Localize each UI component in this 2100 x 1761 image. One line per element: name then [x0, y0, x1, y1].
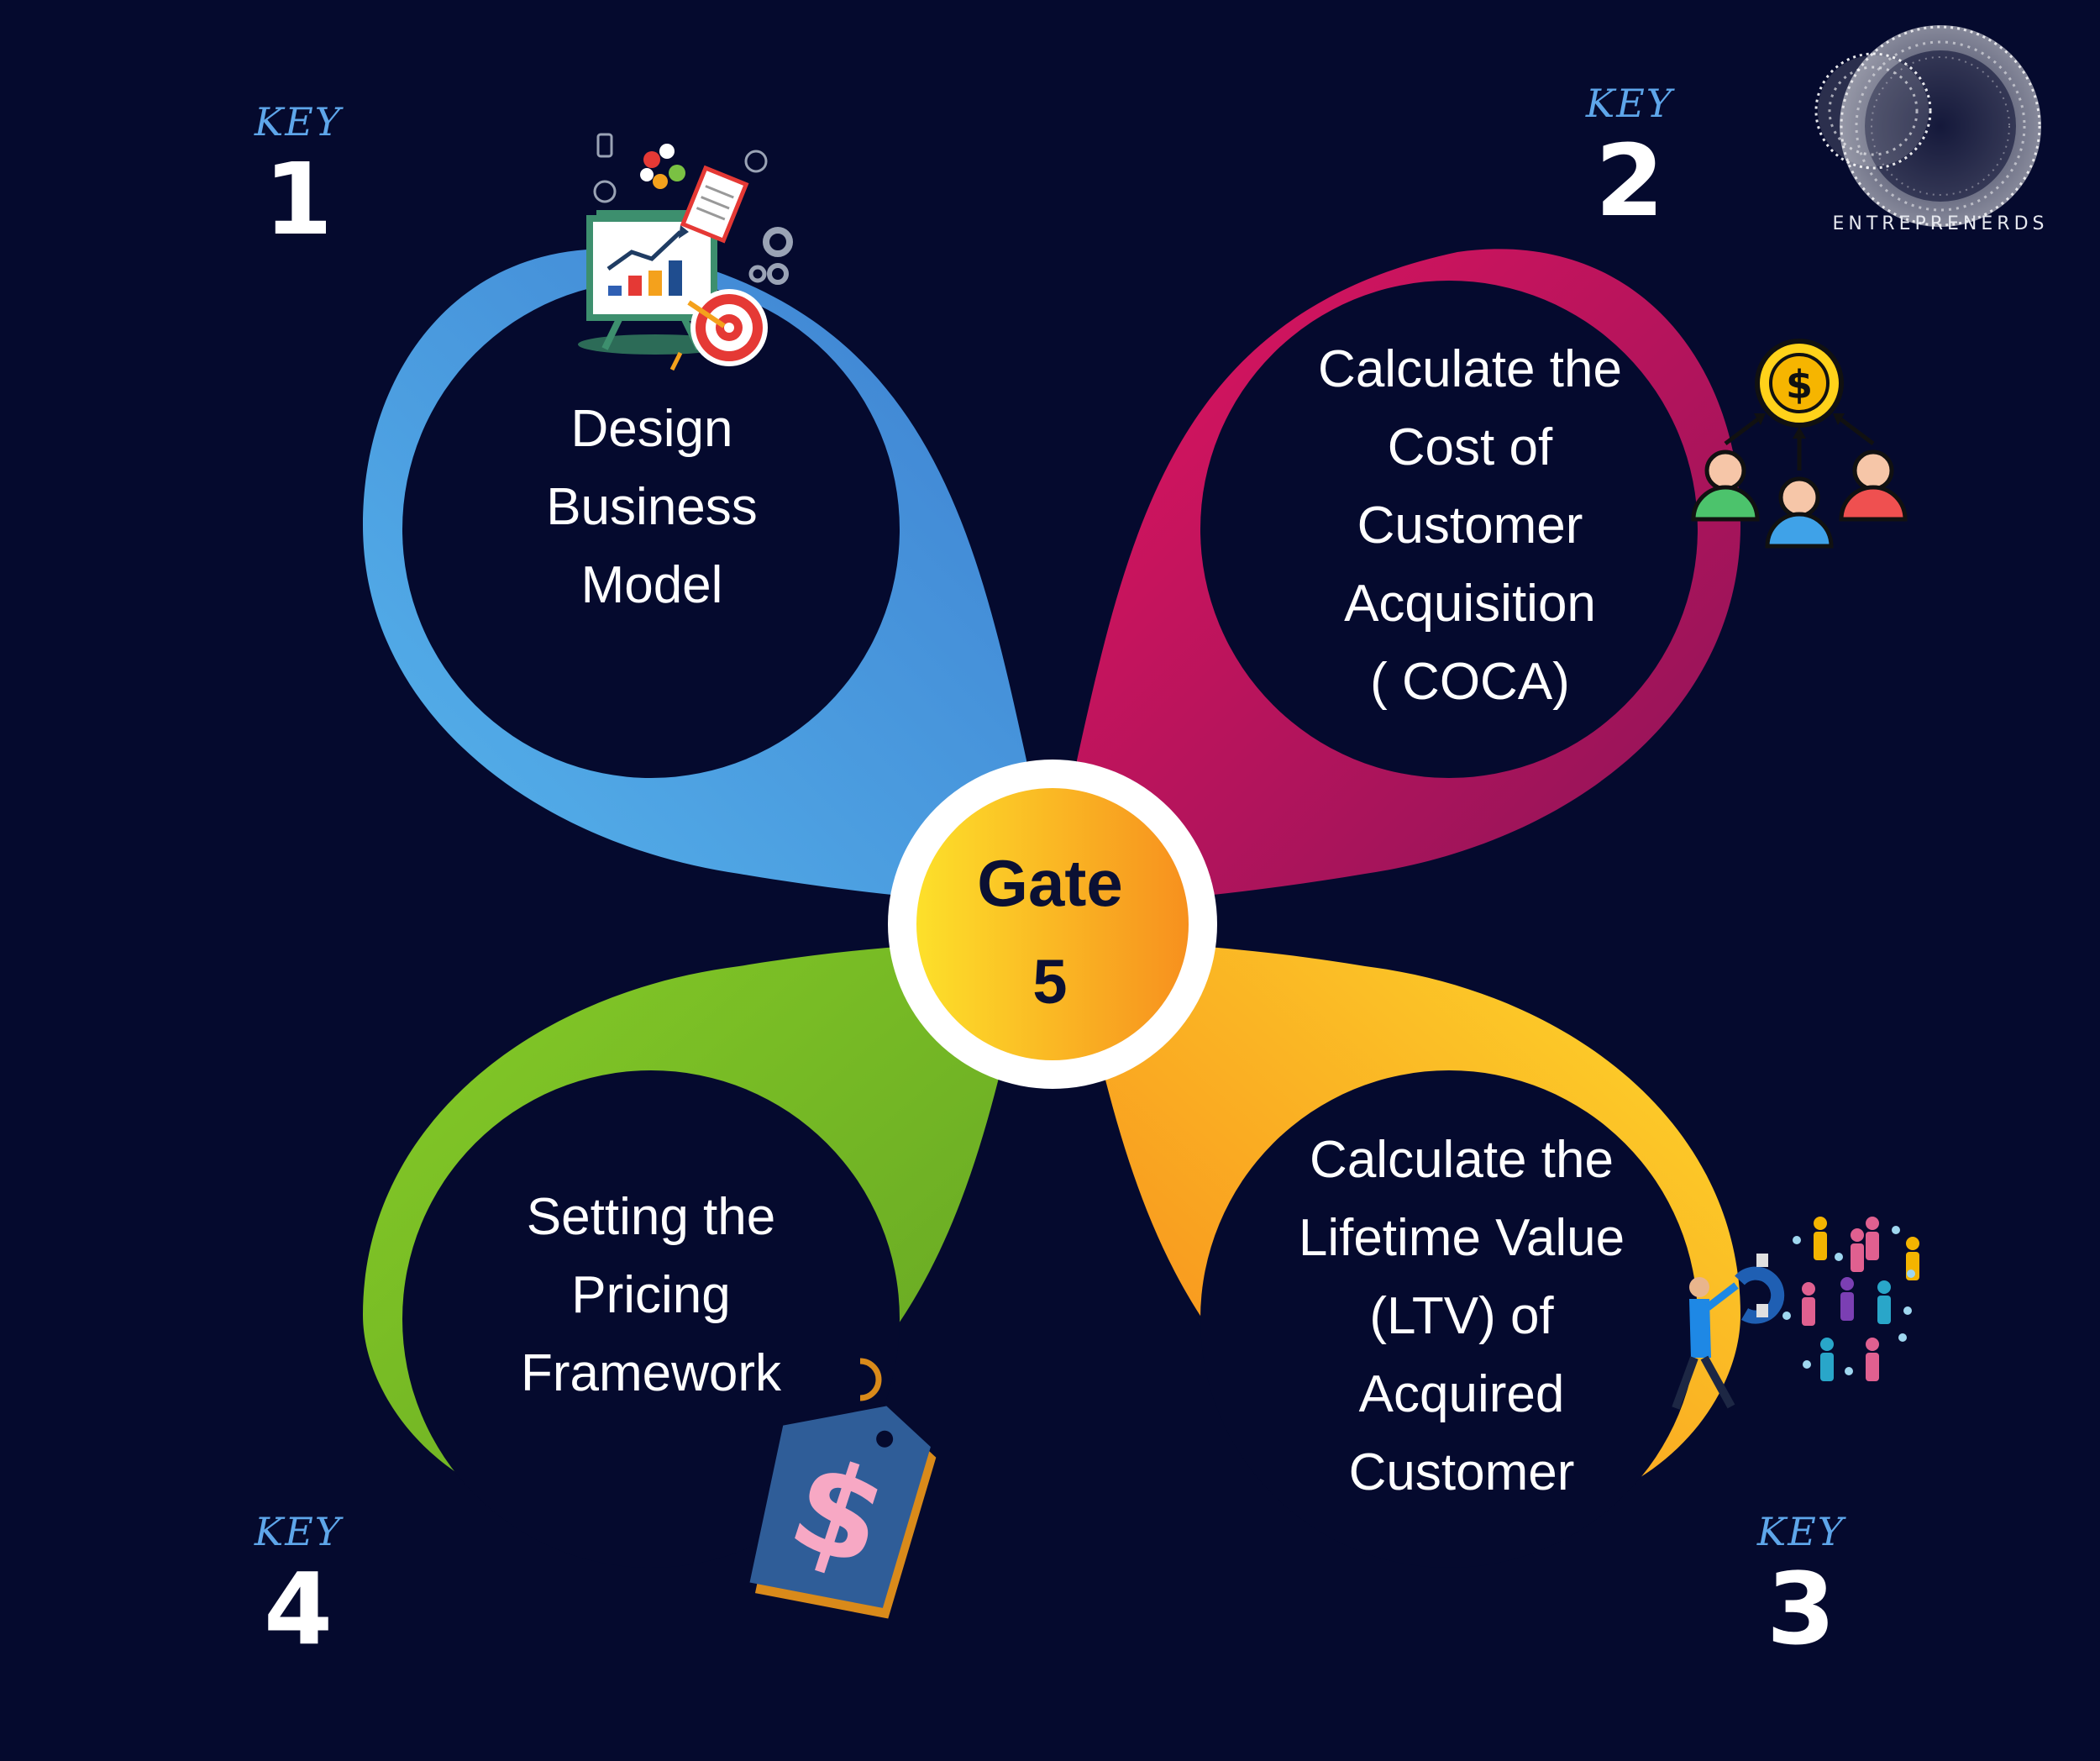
gate-number: 5 [1032, 947, 1068, 1017]
key-1-title: Design Business Model [475, 390, 828, 624]
key-3-title-line: Acquired [1358, 1365, 1565, 1423]
key-2-label: KEY [1585, 81, 1674, 126]
key-1-title-line: Design [570, 400, 733, 458]
key-2-number: 2 [1594, 123, 1665, 239]
business-plan-chart-icon [578, 133, 793, 371]
key-1-title-line: Business [546, 478, 758, 536]
key-4-title: Setting the Pricing Framework [466, 1178, 836, 1412]
key-1-title-line: Model [580, 556, 723, 614]
petal-key-4 [363, 941, 1026, 1568]
key-4-title-line: Framework [520, 1344, 782, 1402]
key-3-title-line: Customer [1348, 1443, 1575, 1501]
key-3-title-line: Lifetime Value [1298, 1209, 1625, 1267]
key-3-title-line: Calculate the [1310, 1131, 1614, 1189]
price-tag-icon: $ [749, 1358, 937, 1619]
key-1-number: 1 [263, 141, 333, 257]
key-3-title: Calculate the Lifetime Value (LTV) of Ac… [1268, 1121, 1655, 1511]
key-3-number: 3 [1766, 1551, 1836, 1667]
key-2-title: Calculate the Cost of Customer Acquisiti… [1277, 330, 1663, 721]
gate-title: Gate [977, 846, 1123, 920]
key-2-title-line: Calculate the [1318, 340, 1622, 398]
brand-name: ENTREPRENERDS [1832, 213, 2049, 234]
customer-magnet-icon [1672, 1217, 1919, 1410]
petal-key-1 [363, 249, 1026, 903]
key-1-label: KEY [254, 99, 343, 145]
key-4-title-line: Pricing [571, 1266, 731, 1324]
key-3-label: KEY [1756, 1509, 1845, 1554]
interlocking-dotted-rings-logo [1814, 25, 2041, 227]
petal-key-2 [1077, 249, 1740, 903]
customer-acquisition-cost-icon: $ [1691, 339, 1908, 549]
key-2-title-line: Acquisition [1344, 575, 1596, 633]
key-4-number: 4 [263, 1551, 333, 1667]
gate-circle [888, 760, 1217, 1089]
petal-key-3 [1077, 941, 1740, 1568]
key-3-title-line: (LTV) of [1369, 1287, 1554, 1345]
key-2-title-line: ( COCA) [1370, 653, 1570, 711]
key-2-title-line: Cost of [1387, 418, 1553, 476]
key-4-title-line: Setting the [526, 1188, 776, 1246]
svg-text:$: $ [1786, 362, 1813, 407]
key-4-label: KEY [254, 1509, 343, 1554]
key-2-title-line: Customer [1357, 497, 1583, 555]
